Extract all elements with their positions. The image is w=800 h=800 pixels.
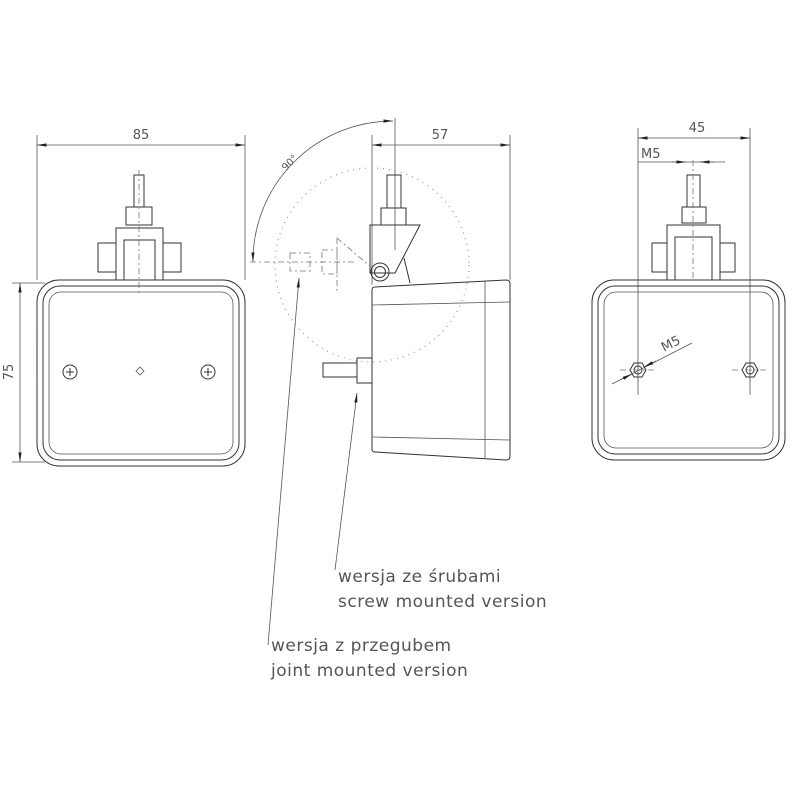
width-label: 85 xyxy=(133,128,150,143)
hole-thread-label: M5 xyxy=(659,333,683,355)
side-joint xyxy=(250,174,421,293)
height-dimension: 75 xyxy=(2,282,45,463)
rear-bracket xyxy=(651,160,736,281)
angle-label: 90° xyxy=(280,153,300,173)
front-body xyxy=(36,279,246,467)
screw-note-pl: wersja ze śrubami xyxy=(338,567,501,587)
depth-label: 57 xyxy=(432,128,449,143)
side-view: 57 90° xyxy=(250,118,511,461)
joint-note-pl: wersja z przegubem xyxy=(271,636,452,656)
front-bracket xyxy=(97,170,182,295)
rear-view: 45 M5 M5 xyxy=(591,121,786,461)
side-body xyxy=(371,279,511,461)
width-dimension: 85 xyxy=(36,128,246,280)
stud-thread-label: M5 xyxy=(641,147,661,162)
rear-nuts: M5 xyxy=(611,333,768,385)
front-screws xyxy=(62,364,216,380)
stud-thread-dimension: M5 xyxy=(638,147,725,164)
screw-callout-arrow xyxy=(334,392,358,571)
angle-dimension: 90° xyxy=(251,118,470,363)
spacing-label: 45 xyxy=(689,121,706,136)
rear-body xyxy=(591,279,786,461)
joint-callout-arrow xyxy=(267,277,300,646)
joint-note-en: joint mounted version xyxy=(270,661,468,681)
depth-dimension: 57 xyxy=(371,128,511,285)
front-view: 85 75 xyxy=(2,128,246,467)
side-screw xyxy=(322,357,373,384)
screw-note-en: screw mounted version xyxy=(338,592,547,612)
height-label: 75 xyxy=(2,364,17,381)
callouts: wersja ze śrubami screw mounted version … xyxy=(267,277,547,681)
spacing-dimension: 45 xyxy=(637,121,751,395)
